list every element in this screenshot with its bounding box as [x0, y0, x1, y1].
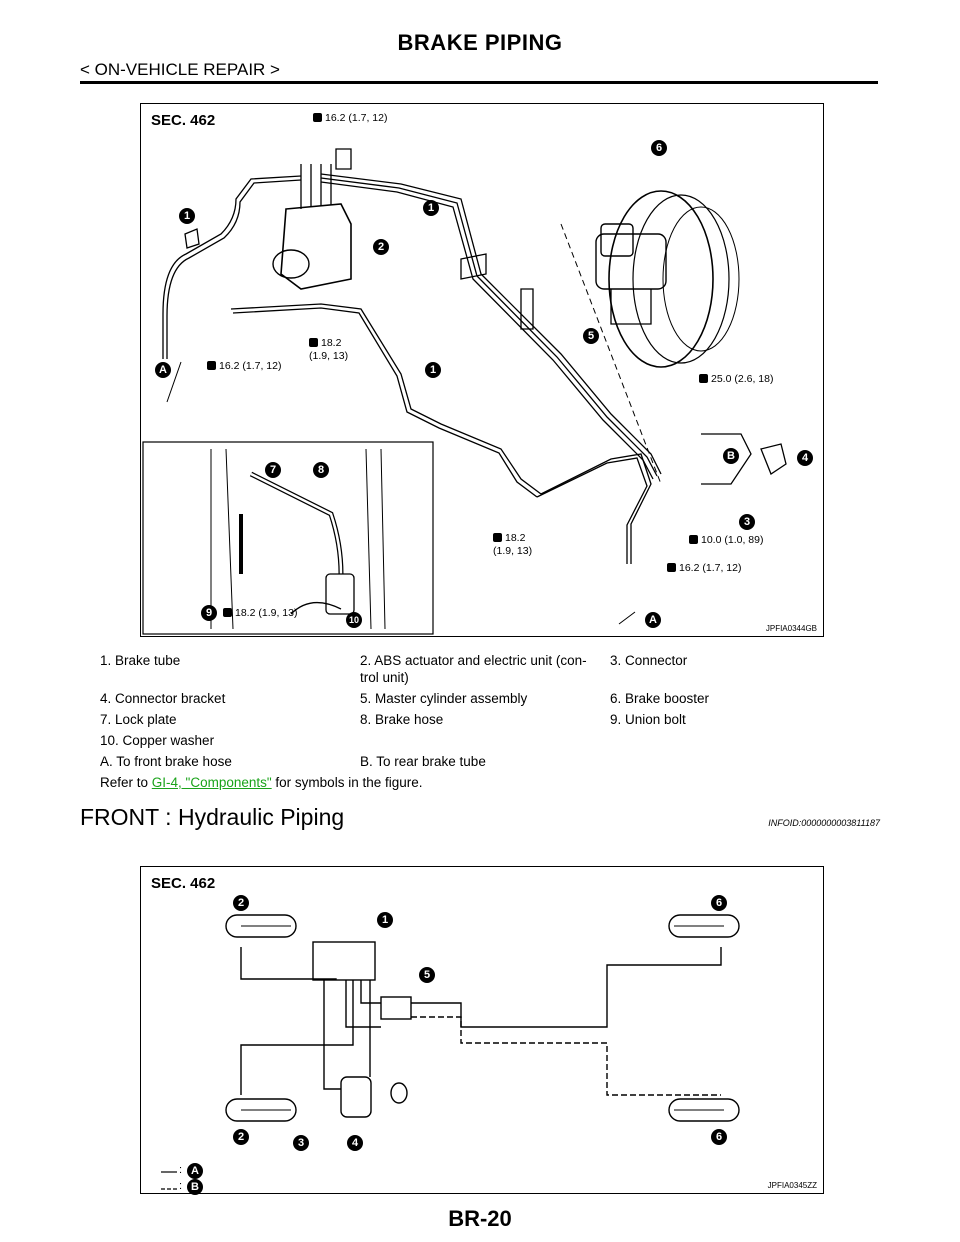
legend-item: 7. Lock plate [100, 712, 177, 727]
legend-item: 6. Brake booster [610, 691, 710, 706]
section-breadcrumb: < ON-VEHICLE REPAIR > [80, 60, 280, 79]
torque-spec: 18.2 (1.9, 13) [223, 607, 297, 620]
wrench-icon [313, 113, 322, 122]
callout-4: 4 [347, 1135, 363, 1151]
callout-1: 1 [425, 362, 441, 378]
page-number: BR-20 [448, 1206, 512, 1231]
callout-2: 2 [373, 239, 389, 255]
callout-1: 1 [179, 208, 195, 224]
legend-item: 10. Copper washer [100, 733, 215, 748]
hydraulic-piping-diagram: SEC. 462 JPFIA0345ZZ 1 2 2 3 4 5 6 6 : A… [140, 866, 824, 1195]
torque-spec: 18.2 (1.9, 13) [309, 337, 349, 362]
callout-9: 9 [201, 605, 217, 621]
legend-item: 1. Brake tube [100, 653, 181, 668]
callout-8: 8 [313, 462, 329, 478]
key-separator: : [179, 1180, 183, 1192]
legend-row: 10. Copper washer [100, 732, 860, 749]
figure1-section-label: SEC. 462 [151, 112, 216, 129]
wrench-icon [699, 374, 708, 383]
legend-row: 1. Brake tube 2. ABS actuator and electr… [100, 652, 860, 686]
key-a: A [187, 1163, 203, 1179]
callout-5: 5 [419, 967, 435, 983]
callout-b: B [723, 448, 739, 464]
key-b: B [187, 1179, 203, 1195]
callout-a: A [155, 362, 171, 378]
callout-4: 4 [797, 450, 813, 466]
header-divider [80, 81, 878, 84]
callout-1: 1 [423, 200, 439, 216]
callout-6: 6 [711, 1129, 727, 1145]
callout-1: 1 [377, 912, 393, 928]
figure1-id: JPFIA0344GB [765, 624, 817, 633]
torque-spec: 16.2 (1.7, 12) [667, 562, 741, 575]
torque-spec: 18.2 (1.9, 13) [493, 532, 533, 557]
info-id: INFOID:0000000003811187 [768, 818, 880, 828]
parts-legend: 1. Brake tube 2. ABS actuator and electr… [100, 652, 860, 791]
legend-item: 8. Brake hose [360, 712, 444, 727]
wrench-icon [207, 361, 216, 370]
legend-row: 4. Connector bracket 5. Master cylinder … [100, 690, 860, 707]
figure2-section-label: SEC. 462 [151, 875, 216, 892]
callout-3: 3 [293, 1135, 309, 1151]
wrench-icon [667, 563, 676, 572]
components-link[interactable]: GI-4, "Components" [151, 775, 272, 790]
torque-spec: 25.0 (2.6, 18) [699, 373, 773, 386]
legend-item: 5. Master cylinder assembly [360, 691, 528, 706]
callout-2: 2 [233, 895, 249, 911]
torque-spec: 16.2 (1.7, 12) [313, 112, 387, 125]
page-title: BRAKE PIPING [397, 30, 563, 55]
section-heading: FRONT : Hydraulic Piping [80, 804, 345, 830]
key-separator: : [179, 1164, 183, 1176]
callout-6: 6 [711, 895, 727, 911]
legend-item: B. To rear brake tube [360, 754, 486, 769]
torque-spec: 10.0 (1.0, 89) [689, 534, 763, 547]
wrench-icon [493, 533, 502, 542]
brake-piping-drawing [142, 148, 787, 635]
wrench-icon [689, 535, 698, 544]
legend-item: 3. Connector [610, 653, 688, 668]
torque-spec: 16.2 (1.7, 12) [207, 360, 281, 373]
legend-row: A. To front brake hose B. To rear brake … [100, 753, 860, 770]
callout-2: 2 [233, 1129, 249, 1145]
callout-5: 5 [583, 328, 599, 344]
callout-6: 6 [651, 140, 667, 156]
hydraulic-piping-drawing [161, 914, 740, 1190]
figure2-id: JPFIA0345ZZ [767, 1181, 817, 1190]
legend-note: Refer to GI-4, "Components" for symbols … [100, 775, 423, 790]
callout-3: 3 [739, 514, 755, 530]
callout-7: 7 [265, 462, 281, 478]
legend-row: 7. Lock plate 8. Brake hose 9. Union bol… [100, 711, 860, 728]
legend-item: 2. ABS actuator and electric unit (con- … [360, 653, 587, 685]
legend-item: A. To front brake hose [100, 754, 232, 769]
legend-item: 9. Union bolt [610, 712, 686, 727]
wrench-icon [309, 338, 318, 347]
legend-item: 4. Connector bracket [100, 691, 226, 706]
brake-piping-exploded-figure: SEC. 462 JPFIA0344GB 16.2 (1.7, 12) 18.2… [140, 103, 824, 637]
callout-a: A [645, 612, 661, 628]
callout-10: 10 [346, 612, 362, 628]
wrench-icon [223, 608, 232, 617]
